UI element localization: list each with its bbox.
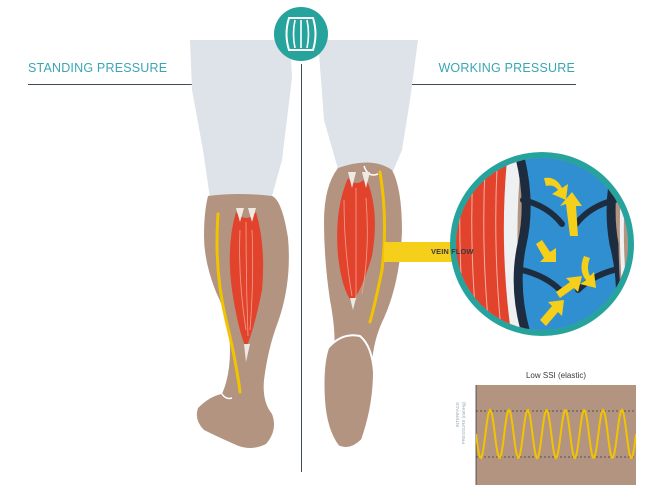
- vein-magnifier: [450, 150, 640, 350]
- right-heel: [324, 335, 375, 448]
- pressure-chart: [476, 385, 636, 485]
- right-pants: [318, 40, 418, 178]
- left-pants: [190, 40, 292, 198]
- chart-ylabel-line2: PRESSURE (mmHg): [462, 402, 467, 444]
- chart-title: Low SSI (elastic): [476, 371, 636, 380]
- chart-ylabel-line1: INTERFACE: [456, 402, 461, 427]
- compression-sleeve-icon: [274, 7, 328, 61]
- vein-flow-label: VEIN FLOW: [431, 247, 474, 256]
- center-divider: [301, 64, 302, 472]
